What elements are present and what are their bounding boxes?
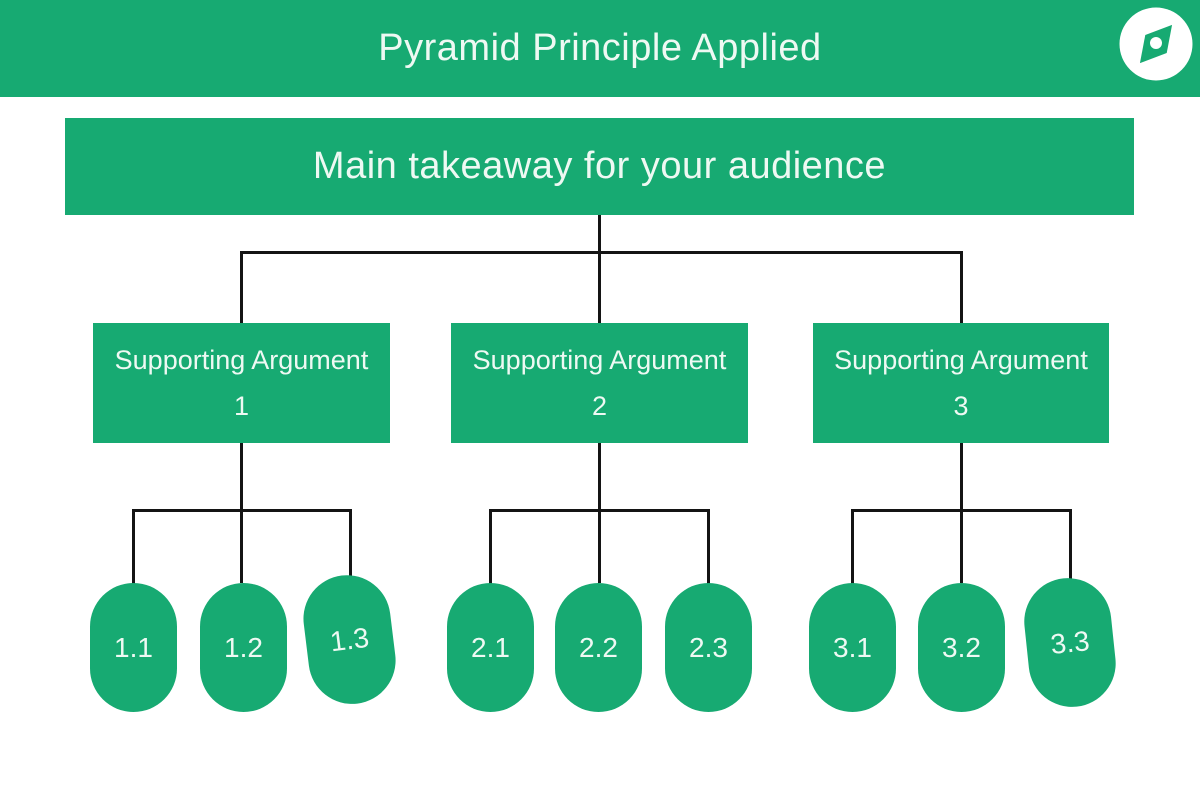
- leaf-label: 3.2: [942, 631, 981, 663]
- connector-branch1-stem: [240, 443, 243, 583]
- leaf-label: 1.2: [224, 631, 263, 663]
- header-bar: Pyramid Principle Applied: [0, 0, 1200, 97]
- branch-node-3: Supporting Argument 3: [813, 323, 1109, 443]
- connector-branch3-crossbar: [851, 509, 1072, 512]
- connector-branch1-left-drop: [132, 509, 135, 585]
- leaf-node-2-1: 2.1: [447, 583, 534, 712]
- leaf-node-1-2: 1.2: [200, 583, 287, 712]
- leaf-label: 1.3: [328, 621, 371, 657]
- connector-branch2-left-drop: [489, 509, 492, 585]
- connector-branch2-crossbar: [489, 509, 710, 512]
- leaf-node-2-3: 2.3: [665, 583, 752, 712]
- leaf-label: 3.3: [1048, 624, 1091, 660]
- leaf-label: 2.2: [579, 631, 618, 663]
- root-node: Main takeaway for your audience: [65, 118, 1134, 215]
- connector-level1-right-drop: [960, 251, 963, 323]
- connector-root-stem: [598, 215, 601, 323]
- root-label: Main takeaway for your audience: [312, 145, 887, 187]
- connector-branch2-stem: [598, 443, 601, 583]
- connector-branch3-right-drop: [1069, 509, 1072, 585]
- branch-label: Supporting Argument: [114, 345, 369, 375]
- connector-branch1-crossbar: [132, 509, 352, 512]
- branch-node-1: Supporting Argument 1: [93, 323, 390, 443]
- leaf-node-2-2: 2.2: [555, 583, 642, 712]
- connector-level1-left-drop: [240, 251, 243, 323]
- leaf-label: 3.1: [833, 631, 872, 663]
- branch-label: Supporting Argument: [472, 345, 727, 375]
- leaf-node-1-3: 1.3: [298, 570, 401, 709]
- connector-branch3-stem: [960, 443, 963, 583]
- leaf-label: 2.3: [689, 631, 728, 663]
- connector-level1-crossbar: [240, 251, 963, 254]
- branch-number: 1: [233, 391, 250, 421]
- leaf-label: 2.1: [471, 631, 510, 663]
- branch-number: 3: [953, 391, 969, 421]
- branch-number: 2: [591, 391, 608, 421]
- leaf-node-1-1: 1.1: [90, 583, 177, 712]
- leaf-node-3-2: 3.2: [918, 583, 1005, 712]
- leaf-node-3-1: 3.1: [809, 583, 896, 712]
- connector-branch1-right-drop: [349, 509, 352, 585]
- page-title: Pyramid Principle Applied: [378, 27, 822, 69]
- branch-node-2: Supporting Argument 2: [451, 323, 748, 443]
- branch-label: Supporting Argument: [834, 345, 1088, 375]
- leaf-node-3-3: 3.3: [1019, 573, 1120, 712]
- connector-branch3-left-drop: [851, 509, 854, 585]
- compass-icon: [1119, 7, 1193, 81]
- leaf-label: 1.1: [114, 631, 153, 663]
- connector-branch2-right-drop: [707, 509, 710, 585]
